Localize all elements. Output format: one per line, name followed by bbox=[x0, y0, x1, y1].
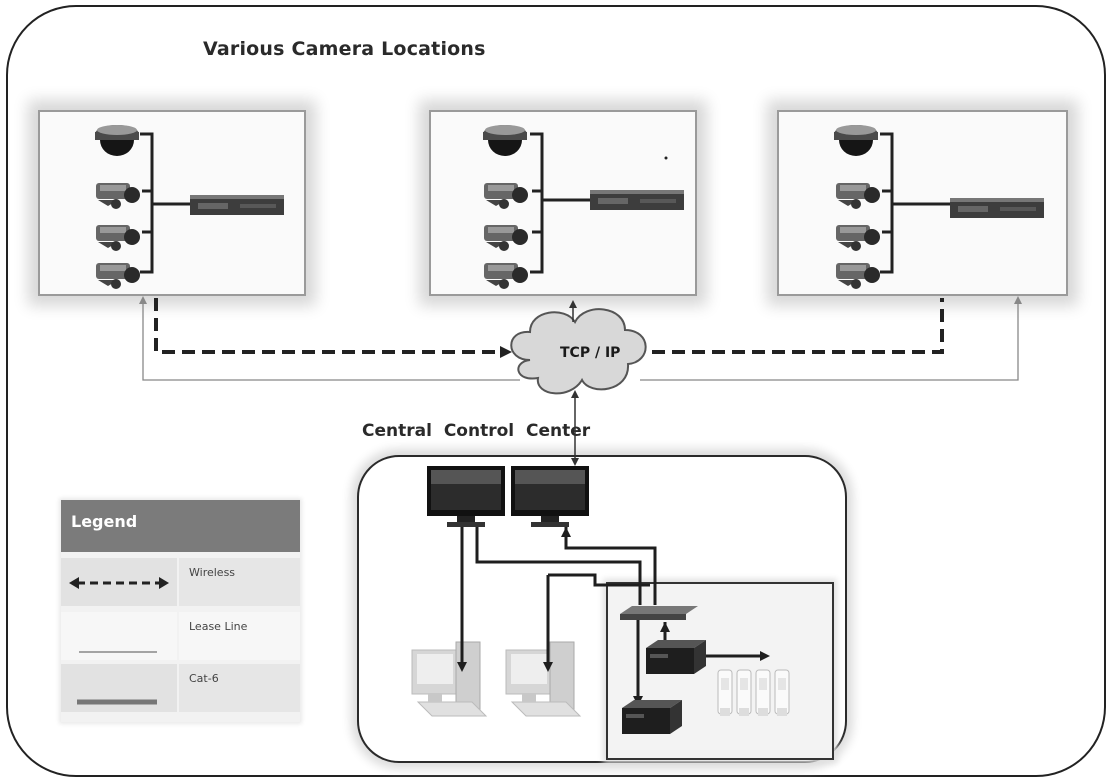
box-camera-icon bbox=[96, 183, 140, 209]
control-center-equipment bbox=[411, 466, 790, 734]
dome-camera-icon bbox=[834, 125, 878, 156]
box-camera-icon bbox=[484, 263, 528, 289]
diagram-title: Various Camera Locations bbox=[203, 38, 486, 60]
storage-drive-icon bbox=[736, 669, 752, 717]
cloud-to-site2-link bbox=[569, 300, 577, 322]
network-switch-icon bbox=[620, 606, 698, 620]
legend: Legend Wireless Lease Line Cat-6 bbox=[61, 500, 300, 722]
storage-drive-icon bbox=[774, 669, 790, 717]
box-camera-icon bbox=[836, 263, 880, 289]
storage-drive-icon bbox=[755, 669, 771, 717]
workstation-icon bbox=[505, 641, 581, 717]
legend-label: Lease Line bbox=[179, 612, 300, 660]
tcp-ip-cloud: TCP / IP bbox=[510, 308, 647, 395]
network-recorder-icon bbox=[950, 198, 1044, 218]
legend-label: Wireless bbox=[179, 558, 300, 606]
cloud-to-control-center-link bbox=[571, 390, 579, 466]
workstation-icon bbox=[411, 641, 487, 717]
legend-label: Cat-6 bbox=[179, 664, 300, 712]
dome-camera-icon bbox=[95, 125, 139, 156]
server-icon bbox=[646, 640, 706, 674]
monitor-icon bbox=[427, 466, 505, 527]
site-1-equipment bbox=[95, 125, 284, 289]
lease-line-connections bbox=[139, 296, 1022, 381]
server-icon bbox=[622, 700, 682, 734]
site-3-equipment bbox=[834, 125, 1044, 289]
legend-heading: Legend bbox=[61, 500, 300, 552]
site-2-equipment bbox=[483, 125, 684, 289]
legend-item-wireless: Wireless bbox=[61, 558, 300, 606]
network-recorder-icon bbox=[590, 190, 684, 210]
box-camera-icon bbox=[96, 263, 140, 289]
monitor-icon bbox=[511, 466, 589, 527]
wireless-connections bbox=[154, 298, 944, 354]
storage-drive-icon bbox=[717, 669, 733, 717]
box-camera-icon bbox=[96, 225, 140, 251]
legend-item-lease-line: Lease Line bbox=[61, 612, 300, 660]
control-center-label: Central Control Center bbox=[362, 421, 591, 441]
dashed-arrow-icon bbox=[69, 577, 169, 589]
box-camera-icon bbox=[836, 225, 880, 251]
thin-line-icon bbox=[79, 651, 157, 653]
legend-item-cat6: Cat-6 bbox=[61, 664, 300, 712]
box-camera-icon bbox=[484, 225, 528, 251]
network-recorder-icon bbox=[190, 195, 284, 215]
thick-line-icon bbox=[77, 699, 157, 705]
box-camera-icon bbox=[836, 183, 880, 209]
box-camera-icon bbox=[484, 183, 528, 209]
dome-camera-icon bbox=[483, 125, 527, 156]
tcp-ip-label: TCP / IP bbox=[560, 345, 620, 361]
